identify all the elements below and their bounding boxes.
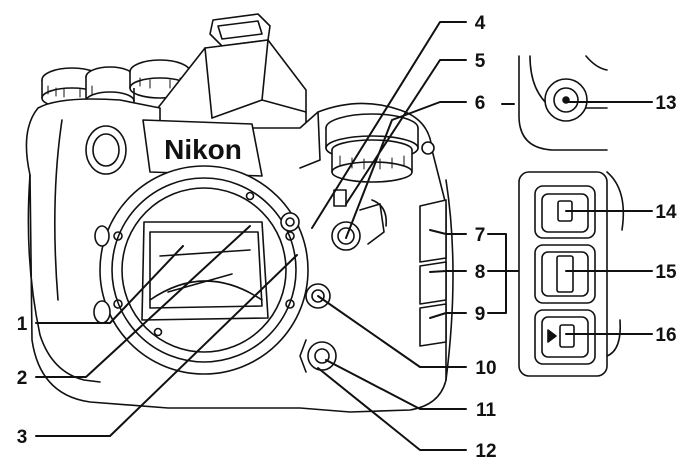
leader-10 — [317, 295, 467, 368]
leader-2 — [35, 225, 251, 378]
leader-9 — [429, 312, 467, 319]
callout-labels: 1 2 3 4 5 6 7 8 9 10 11 12 13 14 15 16 — [17, 13, 677, 462]
callout-4: 4 — [475, 13, 486, 34]
callout-3: 3 — [17, 427, 28, 448]
leader-1 — [35, 245, 184, 324]
callout-6: 6 — [475, 93, 486, 114]
leader-3 — [35, 254, 298, 437]
inset-bracket-bottom — [487, 233, 507, 314]
front-command-dial — [85, 125, 127, 175]
leader-6 — [345, 101, 467, 239]
callout-15: 15 — [655, 262, 677, 283]
callout-12: 12 — [475, 441, 496, 460]
leader-11 — [325, 359, 467, 410]
nameplate: Nikon — [142, 119, 263, 177]
lens-mount — [99, 165, 309, 375]
terminal-covers — [419, 179, 454, 381]
callout-9: 9 — [475, 304, 486, 325]
callout-8: 8 — [475, 262, 486, 283]
brand-text: Nikon — [164, 134, 242, 165]
callout-13: 13 — [655, 93, 676, 114]
callout-5: 5 — [475, 51, 486, 72]
inset-sync-terminal — [518, 55, 608, 151]
callout-2: 2 — [17, 368, 28, 389]
callout-11: 11 — [476, 400, 497, 421]
leader-lines — [35, 21, 653, 451]
leader-8 — [429, 270, 467, 273]
inset-connectors — [518, 171, 625, 377]
leader-4 — [311, 21, 467, 229]
callout-14: 14 — [655, 202, 677, 223]
callout-16: 16 — [655, 325, 676, 346]
right-top-dials — [325, 113, 435, 183]
callout-7: 7 — [475, 225, 486, 246]
left-top-dials — [41, 59, 191, 111]
callout-10: 10 — [475, 358, 496, 379]
leader-12 — [317, 367, 467, 451]
leader-7 — [429, 229, 467, 235]
callout-1: 1 — [17, 314, 28, 335]
